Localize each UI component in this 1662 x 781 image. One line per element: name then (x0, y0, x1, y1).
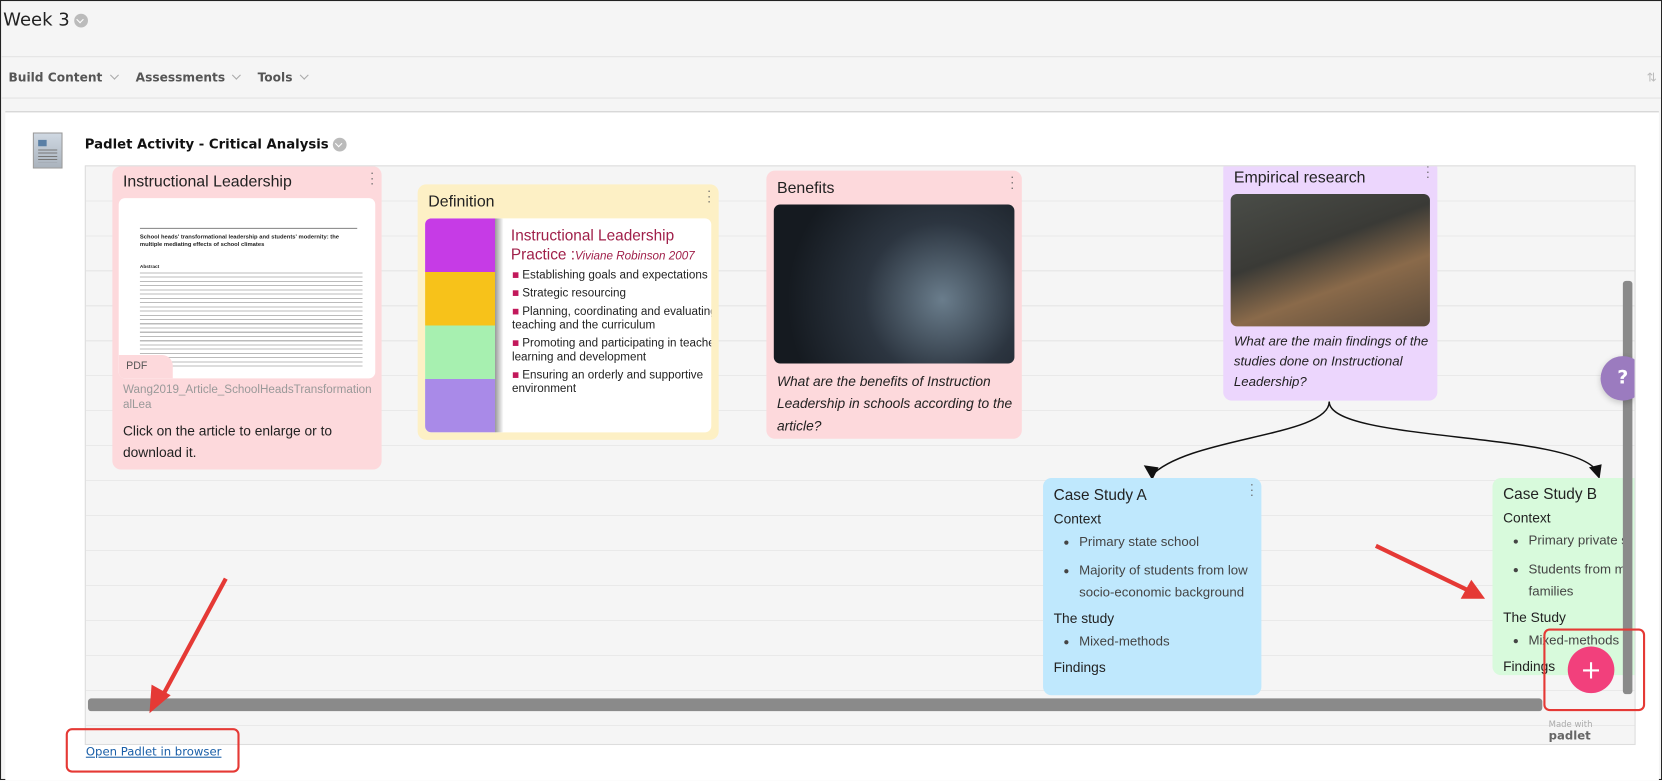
annotation-highlight-link (65, 728, 240, 773)
post-title: Empirical research (1233, 168, 1366, 187)
slide-bullet: ■ Establishing goals and expectations (511, 269, 708, 282)
post-empirical-research[interactable]: Empirical research ··· What are the main… (1223, 165, 1438, 401)
slide-bullet: ■ Ensuring an orderly and supportive env… (511, 368, 704, 396)
page-title: Week 3 (3, 10, 88, 31)
annotation-arrowhead-link (149, 684, 171, 714)
slide-bullet: ■ Strategic resourcing (511, 287, 626, 300)
slide-shadow (495, 218, 504, 433)
connector-arrowhead (1588, 464, 1602, 480)
connector-to-case-b (1328, 401, 1597, 471)
pdf-text-lines (139, 272, 363, 368)
empirical-photo[interactable] (1230, 193, 1430, 327)
chevron-down-icon[interactable] (73, 13, 88, 28)
slide-bullet: ■ Promoting and participating in teacher… (511, 337, 712, 364)
document-icon (32, 132, 63, 169)
padlet-board[interactable]: Instructional Leadership ··· School head… (84, 165, 1636, 746)
post-body: What are the main findings of the studie… (1233, 333, 1429, 389)
section-heading: Findings (1503, 658, 1556, 675)
pdf-rule (139, 227, 358, 229)
section-heading: The study (1053, 610, 1115, 627)
more-options-icon[interactable]: ··· (1249, 476, 1254, 503)
open-padlet-link[interactable]: Open Padlet in browser (85, 745, 222, 759)
add-post-button[interactable]: + (1567, 646, 1615, 694)
pdf-badge: PDF (118, 355, 173, 379)
connector-arrows (1143, 401, 1602, 481)
slide-title: Instructional Leadership Practice :Vivia… (510, 227, 695, 264)
connector-arrowhead (1143, 465, 1159, 481)
connector-to-case-a (1150, 401, 1330, 477)
list-item: Students from m families (1529, 559, 1635, 604)
slide-bullet: ■ Planning, coordinating and evaluating … (511, 305, 712, 332)
horizontal-scrollbar[interactable] (87, 698, 1543, 712)
item-title[interactable]: Padlet Activity - Critical Analysis (85, 136, 347, 152)
more-options-icon[interactable]: ··· (707, 183, 712, 209)
post-case-study-a[interactable]: Case Study A ··· Context Primary state s… (1043, 476, 1262, 696)
content-toolbar: Build Content Assessments Tools ⇅ (1, 56, 1662, 99)
vertical-scrollbar[interactable] (1622, 280, 1633, 695)
post-benefits[interactable]: Benefits ··· What are the benefits of In… (766, 169, 1022, 439)
section-heading: Findings (1053, 659, 1106, 676)
chevron-down-icon[interactable] (332, 137, 347, 152)
post-title: Case Study A (1053, 487, 1147, 505)
post-title: Definition (428, 192, 495, 211)
post-definition[interactable]: Definition ··· Instructional Leadership … (417, 183, 719, 440)
post-title: Instructional Leadership (122, 172, 292, 191)
made-with-padlet[interactable]: Made with padlet (1548, 719, 1593, 743)
page-title-text: Week 3 (3, 9, 70, 31)
annotation-arrowhead-add (1460, 579, 1486, 599)
list-item: Mixed-methods (1079, 631, 1251, 653)
section-heading: Context (1053, 510, 1102, 527)
assessments-menu[interactable]: Assessments (136, 70, 242, 85)
pdf-heading: School heads' transformational leadershi… (139, 234, 340, 248)
post-title: Benefits (776, 179, 835, 198)
list-item: Primary private s (1529, 530, 1635, 552)
more-options-icon[interactable]: ··· (369, 165, 375, 191)
post-body: What are the benefits of Instruction Lea… (776, 373, 1013, 434)
section-heading: Context (1503, 509, 1551, 526)
definition-slide-image[interactable]: Instructional Leadership Practice :Vivia… (425, 218, 712, 433)
pdf-preview[interactable]: School heads' transformational leadershi… (118, 198, 376, 379)
help-button[interactable]: ? (1600, 356, 1635, 401)
post-title: Case Study B (1503, 486, 1598, 504)
pdf-abstract-label: Abstract (139, 263, 160, 270)
post-case-study-b[interactable]: Case Study B Context Primary private s St… (1492, 477, 1635, 676)
more-options-icon[interactable]: ··· (1010, 169, 1015, 196)
more-options-icon[interactable]: ··· (1425, 165, 1430, 185)
list-item: Mixed-methods (1529, 630, 1635, 652)
post-instructional-leadership[interactable]: Instructional Leadership ··· School head… (112, 165, 382, 470)
section-heading: The Study (1503, 609, 1566, 626)
attachment-filename[interactable]: Wang2019_Article_SchoolHeadsTransformati… (122, 383, 372, 412)
reorder-icon[interactable]: ⇅ (1646, 69, 1657, 85)
tools-menu[interactable]: Tools (258, 70, 309, 85)
post-body: Click on the article to enlarge or to do… (122, 422, 333, 460)
slide-clock-images (425, 218, 496, 433)
list-item: Primary state school (1079, 531, 1251, 553)
build-content-menu[interactable]: Build Content (8, 70, 119, 85)
benefits-photo[interactable] (773, 204, 1015, 364)
annotation-highlight-add (1543, 628, 1646, 712)
annotation-arrow-add (1374, 543, 1470, 593)
list-item: Majority of students from low socio-econ… (1079, 560, 1251, 605)
annotation-arrow-link (158, 577, 228, 702)
